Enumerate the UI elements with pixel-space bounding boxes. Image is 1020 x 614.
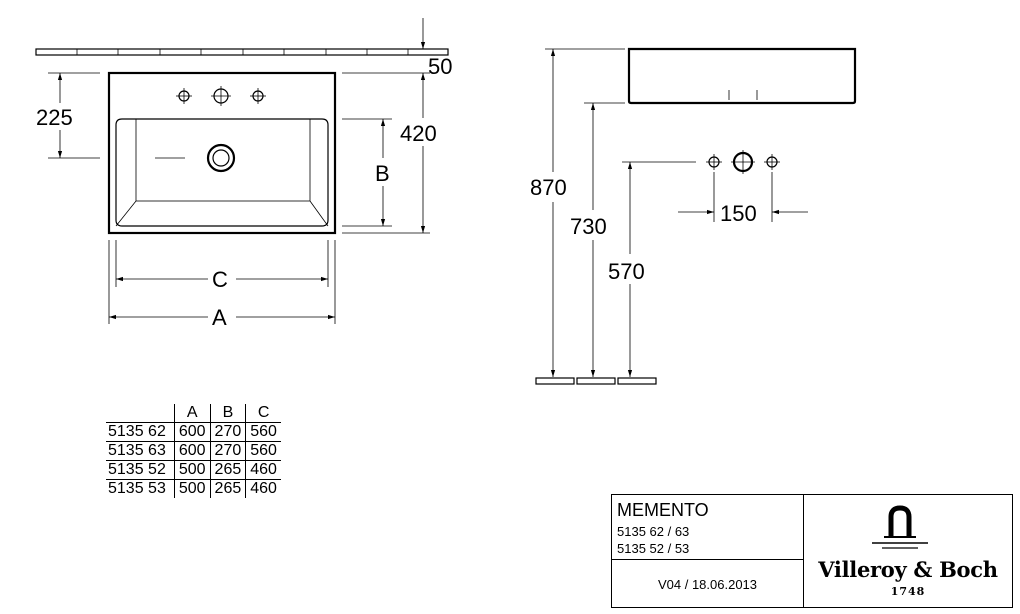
wall-connection-left-icon xyxy=(706,154,722,170)
table-cell: 600 xyxy=(173,422,211,442)
header-C: C xyxy=(245,404,281,423)
top-view: 225 50 420 B C A xyxy=(35,18,452,330)
basin-side xyxy=(627,47,857,105)
brand-emblem-icon xyxy=(872,505,928,549)
table-cell: 500 xyxy=(173,479,211,498)
wall-connection-right-icon xyxy=(764,154,780,170)
dim-570-label: 570 xyxy=(608,259,645,284)
dim-150-label: 150 xyxy=(720,201,757,226)
table-cell: 560 xyxy=(245,422,281,442)
brand-logo: Villeroy & Boch 1748 xyxy=(804,495,1012,607)
dim-225-label: 225 xyxy=(36,105,73,130)
table-cell: 270 xyxy=(209,441,246,461)
dim-50-label: 50 xyxy=(428,54,452,79)
dim-420-label: 420 xyxy=(400,121,437,146)
tap-hole-left-icon xyxy=(176,88,192,104)
wall-strip xyxy=(35,48,449,56)
bowl xyxy=(115,118,329,227)
version-date: V04 / 18.06.2013 xyxy=(657,577,758,592)
drain-icon xyxy=(206,143,236,173)
table-cell: 560 xyxy=(245,441,281,461)
wall-connection-center-icon xyxy=(731,150,755,174)
table-row: 5135 53 500 265 460 xyxy=(106,479,281,498)
table-row: 5135 52 500 265 460 xyxy=(106,460,281,480)
table-cell-code: 5135 53 xyxy=(106,479,175,498)
dim-730-label: 730 xyxy=(570,214,607,239)
table-cell: 460 xyxy=(245,479,281,498)
title-block-info: MEMENTO 5135 62 / 63 5135 52 / 53 V04 / … xyxy=(612,495,804,607)
table-cell: 600 xyxy=(173,441,211,461)
table-cell: 270 xyxy=(209,422,246,442)
tap-hole-center-icon xyxy=(211,86,231,106)
table-header-row: A B C xyxy=(106,404,281,423)
side-view: 870 730 570 150 xyxy=(530,47,857,385)
table-cell: 265 xyxy=(209,479,246,498)
dimension-table: A B C 5135 62 600 270 560 5135 63 600 27… xyxy=(106,404,281,498)
title-block: MEMENTO 5135 62 / 63 5135 52 / 53 V04 / … xyxy=(611,494,1013,608)
brand-year: 1748 xyxy=(890,585,926,598)
table-row: 5135 63 600 270 560 xyxy=(106,441,281,461)
table-cell-code: 5135 62 xyxy=(106,422,175,442)
dim-B-label: B xyxy=(375,161,390,186)
table-cell-code: 5135 63 xyxy=(106,441,175,461)
dim-A-label: A xyxy=(212,305,227,330)
header-blank xyxy=(106,404,174,423)
table-row: 5135 62 600 270 560 xyxy=(106,422,281,442)
floor-blocks xyxy=(535,377,657,385)
brand-name: Villeroy & Boch xyxy=(818,557,998,582)
basin-outline xyxy=(107,71,337,235)
table-cell: 460 xyxy=(245,460,281,480)
product-name: MEMENTO xyxy=(617,500,709,520)
dim-C-label: C xyxy=(212,267,228,292)
divider xyxy=(612,559,803,560)
dim-870-label: 870 xyxy=(530,175,567,200)
table-cell: 265 xyxy=(209,460,246,480)
model-numbers-2: 5135 52 / 53 xyxy=(617,541,690,556)
tap-hole-right-icon xyxy=(250,88,266,104)
header-A: A xyxy=(173,404,211,423)
table-cell: 500 xyxy=(173,460,211,480)
model-numbers-1: 5135 62 / 63 xyxy=(617,524,690,539)
table-cell-code: 5135 52 xyxy=(106,460,175,480)
header-B: B xyxy=(209,404,246,423)
